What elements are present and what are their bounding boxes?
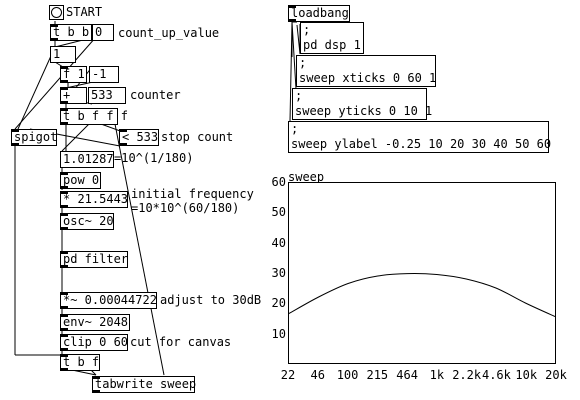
yticks-message[interactable]: ; sweep yticks 0 10 1 <box>292 88 432 120</box>
stop-count-comment: stop count <box>161 130 234 144</box>
y-tick-label: 30 <box>271 266 286 280</box>
count-up-value-comment: count_up_value <box>118 26 220 40</box>
sweep-line <box>288 272 556 317</box>
counter-comment: counter <box>130 88 181 102</box>
cut-comment: cut for canvas <box>130 335 232 349</box>
ylabel-message[interactable]: ; sweep ylabel -0.25 10 20 30 40 50 60 <box>288 121 551 153</box>
loadbang-object[interactable]: loadbang <box>288 5 350 22</box>
multiply-gain[interactable]: *~ 0.00044722 <box>60 292 157 309</box>
plus-object[interactable]: + <box>60 87 87 104</box>
xticks-message[interactable]: ; sweep xticks 0 60 1 <box>296 55 436 87</box>
counter-value: 533 <box>91 88 113 102</box>
x-tick-label: 2.2k <box>452 368 482 382</box>
adjust-comment: adjust to 30dB <box>160 293 262 307</box>
ratio-comment: =10^(1/180) <box>114 151 194 165</box>
trigger-b-f[interactable]: t b f <box>60 354 100 371</box>
y-tick-label: 20 <box>271 296 286 311</box>
start-bang[interactable] <box>49 5 64 20</box>
trigger-b-f-f-f[interactable]: t b f f f <box>60 108 128 125</box>
envelope-follower[interactable]: env~ 2048 <box>60 314 130 331</box>
y-tick-label: 10 <box>271 326 286 341</box>
count-up-number-value: 0 <box>95 25 103 39</box>
x-tick-label: 4.6k <box>481 368 511 382</box>
x-tick-label: 22 <box>280 368 296 382</box>
dsp-message[interactable]: ; pd dsp 1 <box>300 22 364 54</box>
count-up-number[interactable]: 0 <box>92 24 114 41</box>
y-tick-label: 40 <box>271 235 286 250</box>
bang-circle-icon <box>51 7 62 18</box>
multiply-frequency[interactable]: * 21.5443 <box>60 191 128 208</box>
sweep-graph[interactable] <box>288 182 556 364</box>
clip-object[interactable]: clip 0 60 <box>60 334 128 351</box>
x-tick-label: 10k <box>515 368 538 382</box>
trigger-b-b[interactable]: t b b <box>50 24 92 41</box>
sweep-plot <box>288 272 556 317</box>
ratio-number[interactable]: 1.01287 <box>60 151 114 168</box>
graph-title: sweep <box>288 170 325 184</box>
x-tick-label: 464 <box>396 368 418 382</box>
minus-one-number[interactable]: -1 <box>89 66 119 83</box>
initial-frequency-comment: initial frequency <box>131 187 254 201</box>
less-than-533[interactable]: < 533 <box>119 129 159 146</box>
counter-number[interactable]: 533 <box>88 87 126 104</box>
spigot-object[interactable]: spigot <box>11 129 57 146</box>
start-label: START <box>66 5 103 19</box>
y-tick-label: 60 <box>271 175 286 189</box>
x-tick-label: 20k <box>545 368 567 382</box>
x-tick-label: 215 <box>366 368 389 382</box>
minus-one-value: -1 <box>92 67 107 81</box>
pow-object[interactable]: pow 0 <box>60 172 101 189</box>
message-1[interactable]: 1 <box>50 46 76 63</box>
tabwrite-object[interactable]: tabwrite sweep <box>92 376 196 393</box>
ratio-value: 1.01287 <box>63 152 114 166</box>
oscillator[interactable]: osc~ 20 <box>60 213 114 230</box>
x-tick-label: 100 <box>336 368 359 382</box>
x-tick-label: 46 <box>310 368 325 382</box>
y-tick-label: 50 <box>271 205 286 220</box>
float-f-1[interactable]: f 1 <box>60 66 87 83</box>
frequency-formula-comment: =10*10^(60/180) <box>131 201 240 215</box>
x-tick-label: 1k <box>429 368 445 382</box>
pd-filter-subpatch[interactable]: pd filter <box>60 251 128 268</box>
